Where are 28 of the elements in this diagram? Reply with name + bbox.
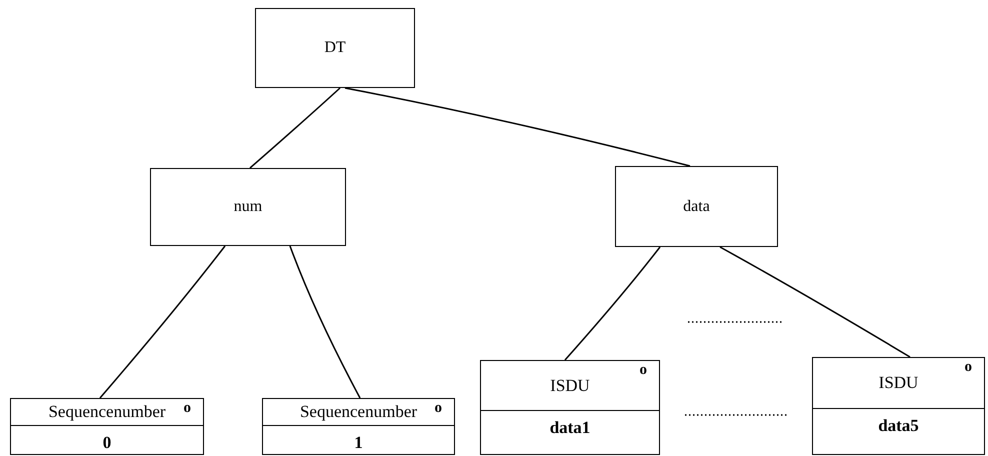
component-name: ISDU	[550, 374, 590, 397]
structure-box	[615, 166, 778, 247]
component-name: Sequencenumber	[300, 401, 418, 423]
box-label: data	[683, 196, 710, 216]
component-value: 0	[102, 432, 112, 454]
component-box	[480, 360, 660, 455]
connector-line	[99, 246, 226, 398]
component-value: data5	[878, 415, 919, 437]
component-box	[262, 398, 455, 455]
component-value: 1	[354, 432, 363, 454]
selection-mark: o	[434, 399, 442, 418]
connector-line	[250, 87, 340, 169]
selection-mark: o	[184, 399, 191, 418]
structure-box	[150, 168, 346, 246]
box-label: DT	[324, 38, 346, 58]
selection-mark: o	[640, 361, 647, 380]
connector-line	[564, 246, 661, 360]
selection-mark: o	[964, 358, 972, 377]
box-label: num	[234, 197, 262, 217]
component-box	[812, 357, 985, 455]
structure-box	[255, 8, 415, 88]
component-name: ISDU	[878, 372, 918, 394]
connector-line	[344, 87, 690, 167]
connector-line	[289, 246, 361, 398]
component-value: data1	[550, 417, 590, 439]
component-name: Sequencenumber	[48, 401, 166, 423]
component-box	[10, 398, 204, 455]
connector-line	[720, 246, 910, 358]
